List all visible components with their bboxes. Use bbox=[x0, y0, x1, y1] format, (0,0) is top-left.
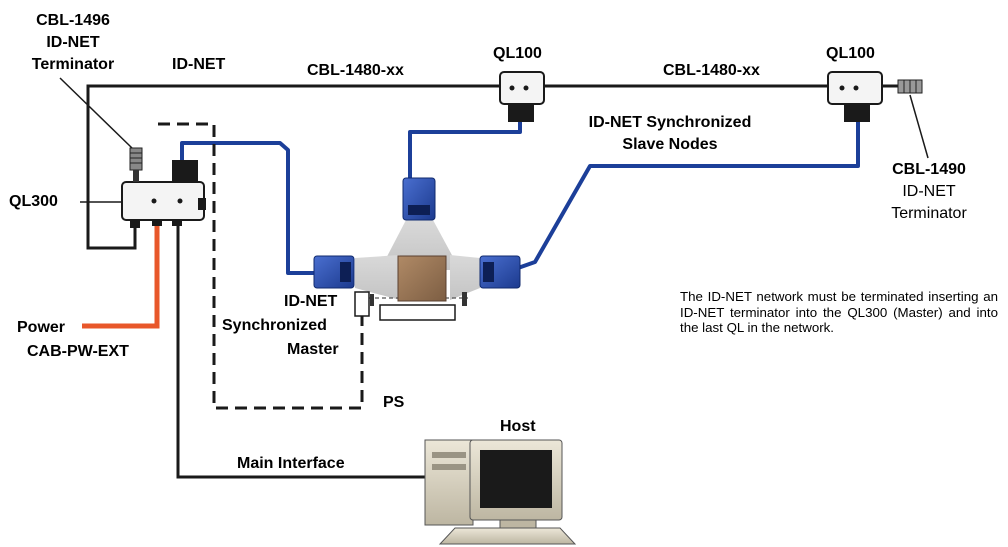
cbl1490-label-line2: ID-NET bbox=[902, 183, 956, 200]
master-label-line2: Synchronized bbox=[222, 317, 327, 334]
slave-nodes-label-line2: Slave Nodes bbox=[622, 136, 718, 153]
cbl1496-terminator bbox=[129, 147, 143, 182]
power-label: Power bbox=[17, 319, 66, 336]
power-cable bbox=[82, 218, 160, 329]
cbl1496-label-line3: Terminator bbox=[31, 56, 115, 73]
cbl1490-label-line3: Terminator bbox=[891, 205, 967, 222]
host-computer bbox=[424, 439, 577, 545]
ql300-device bbox=[121, 160, 206, 228]
ql100-right-device bbox=[827, 71, 883, 122]
scanner-cables bbox=[180, 120, 860, 275]
cab-pw-ext-label: CAB-PW-EXT bbox=[27, 343, 129, 360]
cbl1480-right-label: CBL-1480-xx bbox=[663, 62, 760, 79]
idnet-cable bbox=[86, 84, 900, 250]
main-interface-cable bbox=[176, 220, 425, 479]
cbl1496-label-line2: ID-NET bbox=[46, 34, 100, 51]
cbl1496-label-line1: CBL-1496 bbox=[36, 12, 110, 29]
leader-lines bbox=[59, 77, 929, 203]
host-label: Host bbox=[500, 418, 536, 435]
idnet-label: ID-NET bbox=[172, 56, 226, 73]
main-interface-label: Main Interface bbox=[237, 455, 345, 472]
scanner-left-master bbox=[313, 255, 355, 289]
master-label-line1: ID-NET bbox=[284, 293, 338, 310]
ql100-left-device bbox=[499, 71, 545, 122]
cbl1490-terminator bbox=[897, 79, 923, 94]
ps-dashed-outline bbox=[158, 122, 364, 410]
ql100-left-label: QL100 bbox=[493, 45, 542, 62]
ps-label: PS bbox=[383, 394, 405, 411]
ql100-right-label: QL100 bbox=[826, 45, 875, 62]
scanner-top bbox=[402, 177, 436, 221]
cbl1480-left-label: CBL-1480-xx bbox=[307, 62, 404, 79]
cbl1490-label-line1: CBL-1490 bbox=[892, 161, 966, 178]
conveyor-box bbox=[354, 255, 468, 321]
scanner-right bbox=[479, 255, 521, 289]
termination-note: The ID-NET network must be terminated in… bbox=[680, 289, 998, 336]
slave-nodes-label-line1: ID-NET Synchronized bbox=[588, 114, 752, 131]
ql300-label: QL300 bbox=[9, 193, 58, 210]
master-label-line3: Master bbox=[287, 341, 339, 358]
